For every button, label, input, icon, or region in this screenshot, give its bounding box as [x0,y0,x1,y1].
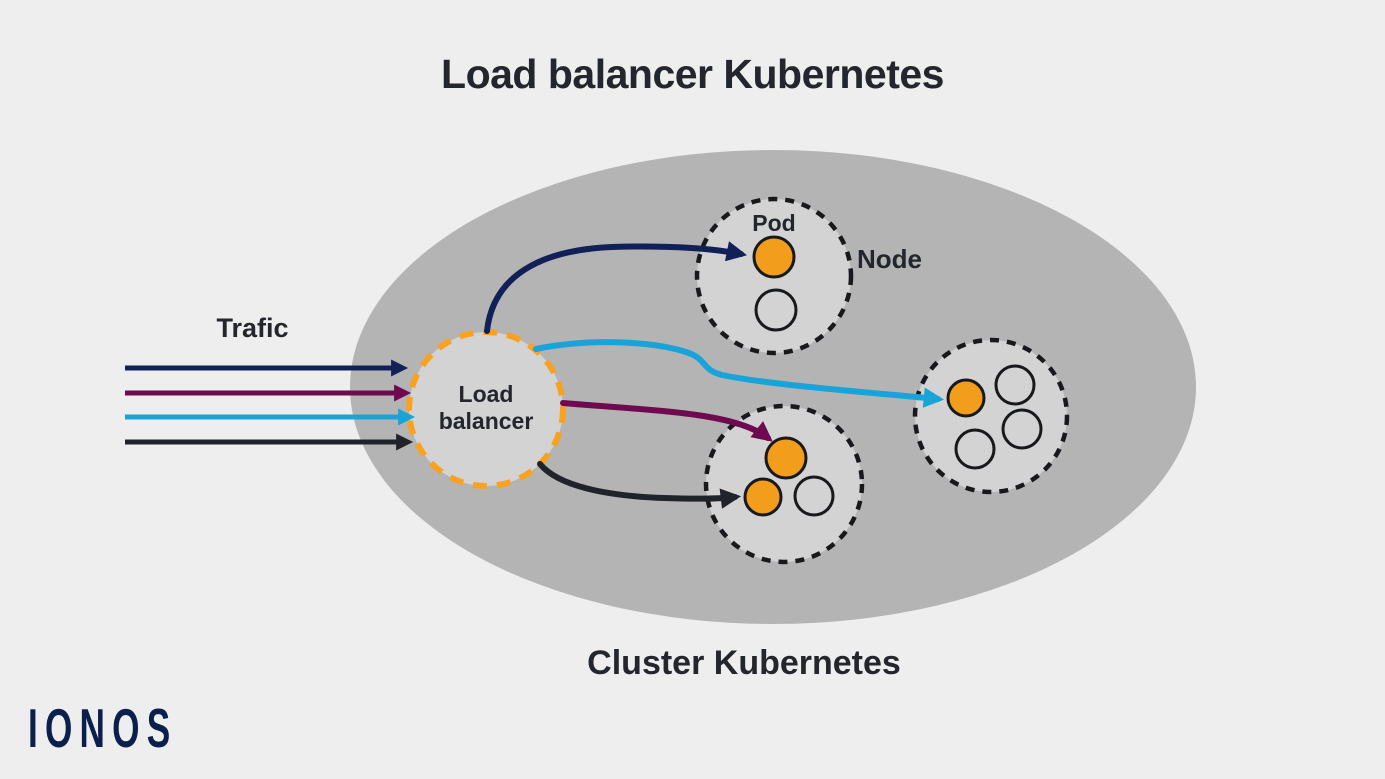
traffic-arrows [125,359,416,451]
node-2-pod-idle [793,475,835,517]
page-title: Load balancer Kubernetes [441,51,944,97]
node-3 [912,337,1070,495]
traffic-label: Trafic [216,313,289,343]
node-1 [694,196,854,356]
node-1-pod-idle [754,288,798,332]
node-3-pod-idle-1 [994,364,1036,406]
node-2-pod-active-1 [764,436,808,480]
node-3-pod-idle-2 [954,428,996,470]
node-3-circle [912,337,1070,495]
ionos-logo: IONOS [28,698,178,760]
cluster-label: Cluster Kubernetes [587,644,901,682]
node-label: Node [857,244,922,274]
node-2 [703,403,865,565]
node-3-pod-active [946,378,986,418]
node-1-pod-active [752,235,796,279]
load-balancer-label: Load balancer [438,381,534,434]
node-3-pod-idle-3 [1001,408,1043,450]
node-2-pod-active-2 [743,477,783,517]
route-to-node-3 [533,339,945,408]
route-to-node-2-top [560,400,773,442]
route-to-node-1 [484,241,748,334]
route-arrows [484,241,945,509]
pod-label: Pod [752,210,796,236]
node-2-circle [703,403,865,565]
route-to-node-2-left [537,461,742,509]
cluster-ellipse [350,150,1196,624]
